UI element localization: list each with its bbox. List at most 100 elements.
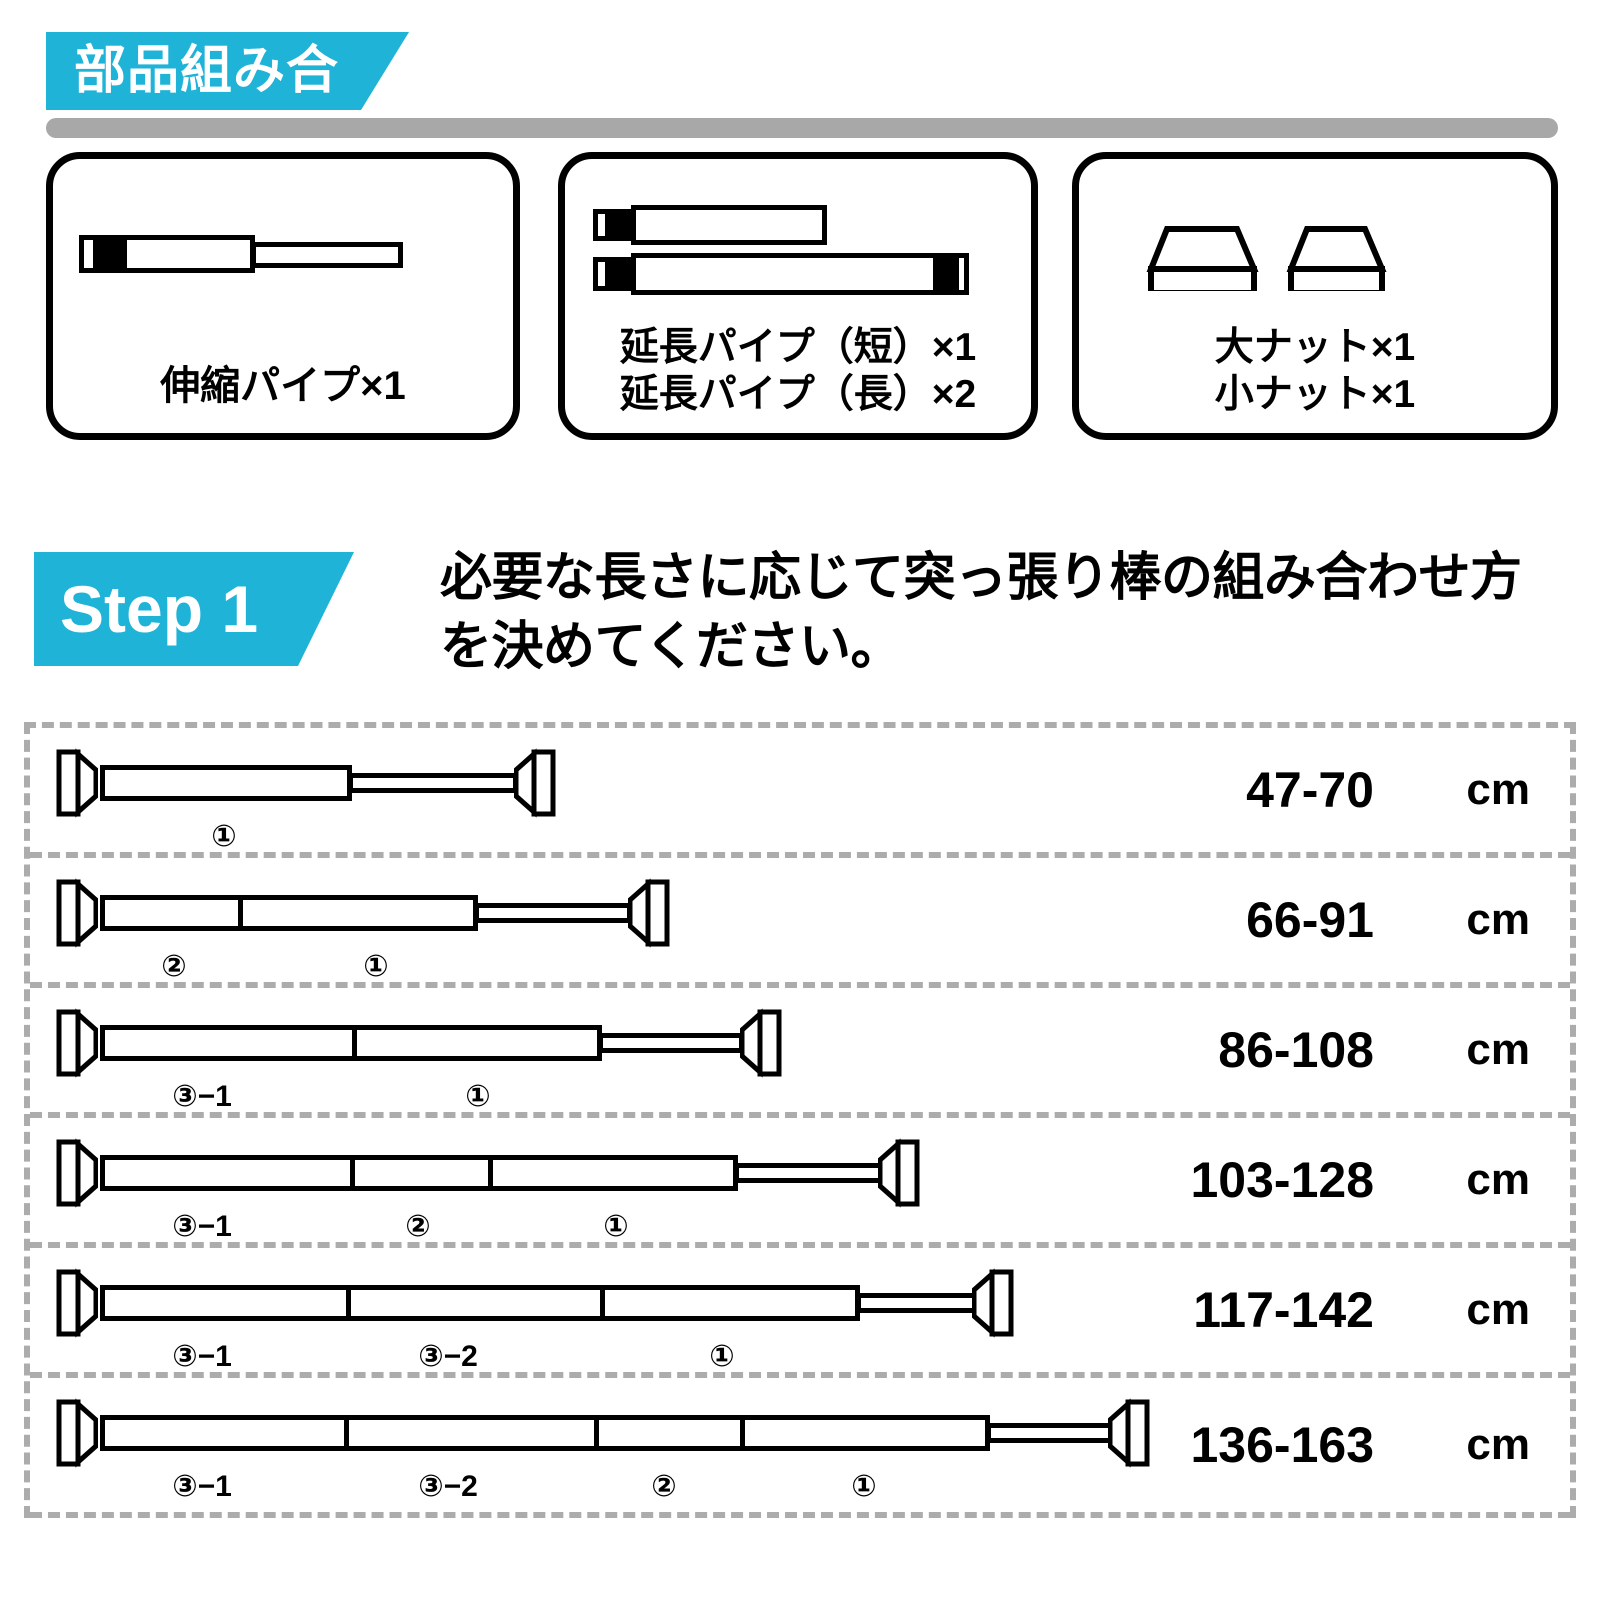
rod-end-cap-left — [56, 748, 98, 818]
part-box-nuts: 大ナット×1 小ナット×1 — [1072, 152, 1558, 440]
table-row: ③−1 ③−2 ① 117-142 cm — [30, 1248, 1570, 1378]
length-value: 47-70 — [1246, 762, 1374, 818]
rod-tube-thin-1 — [986, 1423, 1114, 1443]
rod-tube-thick-2 — [238, 895, 478, 931]
part-label-extension-pipes: 延長パイプ（短）×1 延長パイプ（長）×2 — [565, 324, 1031, 419]
length-unit: cm — [1466, 1155, 1530, 1204]
extension-pipe-long-graphic — [593, 253, 1013, 299]
rod-diagram-row-4: ③−1 ② ① — [56, 1118, 1146, 1242]
part-box-telescoping-pipe: 伸縮パイプ×1 — [46, 152, 520, 440]
rod-tube-thick-4 — [740, 1415, 990, 1451]
rod-end-cap-right — [628, 878, 670, 948]
rod-diagram-row-2: ② ① — [56, 858, 1146, 982]
step-badge: Step 1 — [34, 552, 354, 666]
rod-end-cap-left — [56, 878, 98, 948]
rod-marker: ① — [603, 1210, 629, 1243]
rod-end-cap-right — [740, 1008, 782, 1078]
rod-tube-thick-1 — [100, 1025, 358, 1061]
large-nut-icon — [1146, 226, 1259, 291]
rod-tube-thick-2 — [344, 1415, 600, 1451]
rod-marker: ③−2 — [418, 1470, 478, 1503]
length-unit: cm — [1466, 1025, 1530, 1074]
rod-marker: ③−1 — [172, 1080, 232, 1113]
rod-tube-thick-3 — [594, 1415, 748, 1451]
section-banner: 部品組み合 — [46, 32, 409, 110]
combination-table: ① 47-70 cm ② ① 66-91 — [24, 722, 1576, 1518]
short-pipe-body — [631, 205, 827, 245]
rod-marker: ② — [405, 1210, 431, 1243]
rod-tube-thin-1 — [856, 1293, 978, 1313]
rod-assembly: ③−1 ③−2 ② ① — [56, 1398, 1166, 1502]
step-badge-label: Step 1 — [60, 572, 259, 646]
nuts-diagram — [1079, 201, 1551, 321]
long-pipe-body — [631, 253, 969, 295]
rod-marker: ① — [363, 950, 389, 983]
rod-tube-thick-2 — [352, 1025, 602, 1061]
rod-tube-thick-3 — [600, 1285, 860, 1321]
part-label-extension-pipe-long: 延長パイプ（長）×2 — [619, 373, 977, 417]
rod-tube-thick-1 — [100, 1415, 350, 1451]
pipe-graphic — [79, 229, 479, 279]
part-label-large-nut: 大ナット×1 — [1214, 325, 1416, 369]
telescoping-pipe-diagram — [53, 201, 513, 321]
extension-pipe-short-graphic — [593, 205, 993, 247]
length-value: 86-108 — [1218, 1022, 1374, 1078]
rod-tube-thin-1 — [734, 1163, 884, 1183]
table-row: ③−1 ③−2 ② ① 136-163 cm — [30, 1378, 1570, 1518]
length-unit: cm — [1466, 765, 1530, 814]
rod-diagram-row-5: ③−1 ③−2 ① — [56, 1248, 1146, 1372]
length-value: 66-91 — [1246, 892, 1374, 948]
length-value: 136-163 — [1190, 1417, 1375, 1473]
length-unit: cm — [1466, 895, 1530, 944]
rod-marker: ① — [709, 1340, 735, 1373]
rod-marker: ③−1 — [172, 1340, 232, 1373]
table-row: ③−1 ① 86-108 cm — [30, 988, 1570, 1118]
rod-assembly: ② ① — [56, 878, 676, 982]
length-value: 103-128 — [1190, 1152, 1375, 1208]
rod-end-cap-left — [56, 1138, 98, 1208]
table-row: ③−1 ② ① 103-128 cm — [30, 1118, 1570, 1248]
short-pipe-black-band — [605, 209, 629, 241]
rod-marker: ③−2 — [418, 1340, 478, 1373]
rod-tube-thick-1 — [100, 1155, 356, 1191]
pipe-black-band — [93, 237, 127, 271]
rod-diagram-row-1: ① — [56, 728, 1146, 852]
rod-end-cap-right — [878, 1138, 920, 1208]
step-header: Step 1 必要な長さに応じて突っ張り棒の組み合わせ方を決めてください。 — [0, 530, 1600, 700]
table-row: ② ① 66-91 cm — [30, 858, 1570, 988]
nut-shapes-svg — [1146, 226, 1387, 291]
rod-assembly: ① — [56, 748, 556, 852]
rod-diagram-row-3: ③−1 ① — [56, 988, 1146, 1112]
length-value: 117-142 — [1193, 1282, 1374, 1338]
rod-tube-thick-2 — [346, 1285, 606, 1321]
rod-assembly: ③−1 ② ① — [56, 1138, 936, 1242]
table-row: ① 47-70 cm — [30, 728, 1570, 858]
long-pipe-right-black-band — [933, 256, 959, 292]
rod-tube-thin-1 — [474, 903, 632, 923]
length-unit: cm — [1466, 1420, 1530, 1469]
part-label-small-nut: 小ナット×1 — [1214, 373, 1416, 417]
rod-diagram-row-6: ③−1 ③−2 ② ① — [56, 1378, 1150, 1512]
rod-marker: ① — [211, 820, 237, 853]
rod-tube-thick-1 — [100, 895, 246, 931]
rod-tube-thin-1 — [598, 1033, 744, 1053]
header-divider-bar — [46, 118, 1558, 138]
rod-end-cap-right — [972, 1268, 1014, 1338]
header-banner-row: 部品組み合 — [0, 0, 1600, 145]
pipe-inner-section — [251, 242, 403, 268]
small-nut-icon — [1286, 226, 1387, 291]
section-banner-label: 部品組み合 — [74, 42, 340, 100]
rod-end-cap-left — [56, 1008, 98, 1078]
rod-marker: ② — [651, 1470, 677, 1503]
step-description: 必要な長さに応じて突っ張り棒の組み合わせ方を決めてください。 — [440, 549, 1522, 676]
rod-marker: ③−1 — [172, 1470, 232, 1503]
rod-end-cap-left — [56, 1398, 98, 1468]
rod-marker: ② — [161, 950, 187, 983]
part-label-telescoping-pipe: 伸縮パイプ×1 — [160, 364, 406, 409]
extension-pipes-diagram — [565, 201, 1031, 321]
rod-tube-thin-1 — [348, 773, 518, 793]
long-pipe-left-black-band — [605, 257, 629, 291]
rod-end-cap-left — [56, 1268, 98, 1338]
rod-marker: ① — [465, 1080, 491, 1113]
rod-end-cap-right — [1108, 1398, 1150, 1468]
